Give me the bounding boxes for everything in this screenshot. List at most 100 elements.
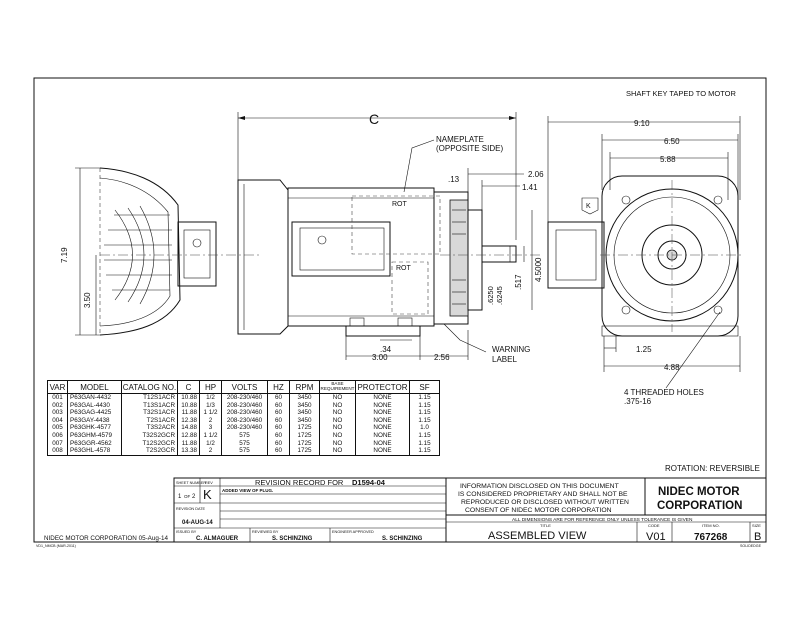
table-cell: 575 [221,447,268,456]
company-name-line-2: CORPORATION [657,500,742,512]
left-end-view: 7.19 3.50 [60,167,260,336]
table-cell: 004 [47,416,68,425]
solidedge-mark: SOLIDEDGE [740,544,762,548]
table-cell: 13.38 [177,447,200,456]
table-cell: T12S2GCR [121,439,178,448]
table-cell: NO [319,424,356,432]
table-cell: 3450 [289,416,320,425]
threaded-holes-size: .375-16 [624,397,652,406]
revision-date: 04-AUG-14 [182,520,213,526]
dim-0-517: .517 [514,274,523,290]
table-cell: P63GAN-4432 [67,393,122,402]
table-cell: 60 [267,424,290,432]
disclaimer-line-4: CONSENT OF NIDEC MOTOR CORPORATION [465,507,612,514]
title-label: TITLE [540,523,551,528]
table-cell: NONE [355,393,410,402]
shaft-key-note: SHAFT KEY TAPED TO MOTOR [626,89,736,98]
table-cell: 60 [267,439,290,448]
engineer-label: ENGINEER APPROVED [332,530,374,534]
sheet-number-label: SHEET NUMBER [176,481,206,485]
sheet-number: 1 [178,494,182,500]
table-cell: 14.88 [177,424,200,432]
dimensions-note: ALL DIMENSIONS ARE FOR REFERENCE ONLY UN… [512,517,693,523]
rev-k-tag: K [586,203,591,210]
disclaimer-line-3: REPRODUCED OR DISCLOSED WITHOUT WRITTEN [461,499,629,506]
table-cell: NO [319,431,356,440]
nameplate-label: NAMEPLATE [436,135,484,144]
col-protector: PROTECTOR [355,380,410,394]
table-cell: 006 [47,431,68,440]
col-model: MODEL [67,380,122,394]
dim-0-6250: .6250 [486,286,495,305]
dim-4-88: 4.88 [664,363,680,372]
revision-date-label: REVISION DATE [176,507,206,511]
table-cell: 1.15 [409,431,440,440]
table-cell: P63GAG-4425 [67,409,122,417]
table-cell: NO [319,393,356,402]
table-cell: 12.38 [177,416,200,425]
table-cell: NONE [355,401,410,410]
warning-label-sub: LABEL [492,355,517,364]
rev-label: REV [205,481,213,485]
size-label: SIZE [752,523,761,528]
table-cell: T2S2GCR [121,447,178,456]
table-cell: 208-230/460 [221,401,268,410]
table-cell: 1.15 [409,393,440,402]
table-cell: 60 [267,431,290,440]
table-cell: 575 [221,439,268,448]
dim-9-10: 9.10 [634,119,650,128]
table-cell: P63GHL-4578 [67,447,122,456]
table-cell: NO [319,439,356,448]
issued-by-label: ISSUED BY [176,530,197,534]
table-cell: 1.15 [409,439,440,448]
table-cell: P63GGR-4562 [67,439,122,448]
table-cell: T32S2GCR [121,431,178,440]
table-cell: 2 [199,447,222,456]
dim-0-13: .13 [448,175,460,184]
right-end-view: 9.10 6.50 5.88 K [547,116,744,406]
table-cell: T12S1ACR [121,393,178,402]
table-cell: NO [319,409,356,417]
table-cell: T13S1ACR [121,401,178,410]
col-catalog: CATALOG NO. [121,380,178,394]
table-cell: 1/2 [199,439,222,448]
table-cell: NO [319,401,356,410]
col-c: C [177,380,200,394]
table-cell: P63GHK-4577 [67,424,122,432]
table-cell: 007 [47,439,68,448]
size-value: B [754,531,761,543]
rotation-note: ROTATION: REVERSIBLE [665,464,760,473]
table-cell: 1 1/2 [199,431,222,440]
reviewed-by-label: REVIEWED BY [252,530,279,534]
revision-record-prefix: REVISION RECORD FOR [255,478,344,487]
table-cell: 60 [267,409,290,417]
table-cell: NONE [355,431,410,440]
table-cell: 2 [199,416,222,425]
table-cell: 002 [47,401,68,410]
table-cell: 11.88 [177,439,200,448]
disclaimer-line-1: INFORMATION DISCLOSED ON THIS DOCUMENT [460,483,619,490]
warning-label: WARNING [492,345,530,354]
dim-2-56: 2.56 [434,353,450,362]
table-cell: 11.88 [177,409,200,417]
table-cell: 208-230/460 [221,424,268,432]
col-hp: HP [199,380,222,394]
table-cell: 1/3 [199,401,222,410]
code-value: V01 [646,531,666,543]
table-cell: 3450 [289,401,320,410]
table-cell: 60 [267,447,290,456]
dim-0-6245: .6245 [495,286,504,305]
side-view: C ROT ROT NAMEPLATE [237,111,544,364]
table-cell: 208-230/460 [221,409,268,417]
table-cell: T32S1ACR [121,409,178,417]
rot-tag-top: ROT [392,201,408,208]
disclaimer-line-2: IS CONSIDERED PROPRIETARY AND SHALL NOT … [458,491,628,498]
table-cell: P63GAY-4438 [67,416,122,425]
variant-table-header: VAR MODEL CATALOG NO. C HP VOLTS HZ RPM … [47,380,440,394]
col-hz: HZ [267,380,290,394]
